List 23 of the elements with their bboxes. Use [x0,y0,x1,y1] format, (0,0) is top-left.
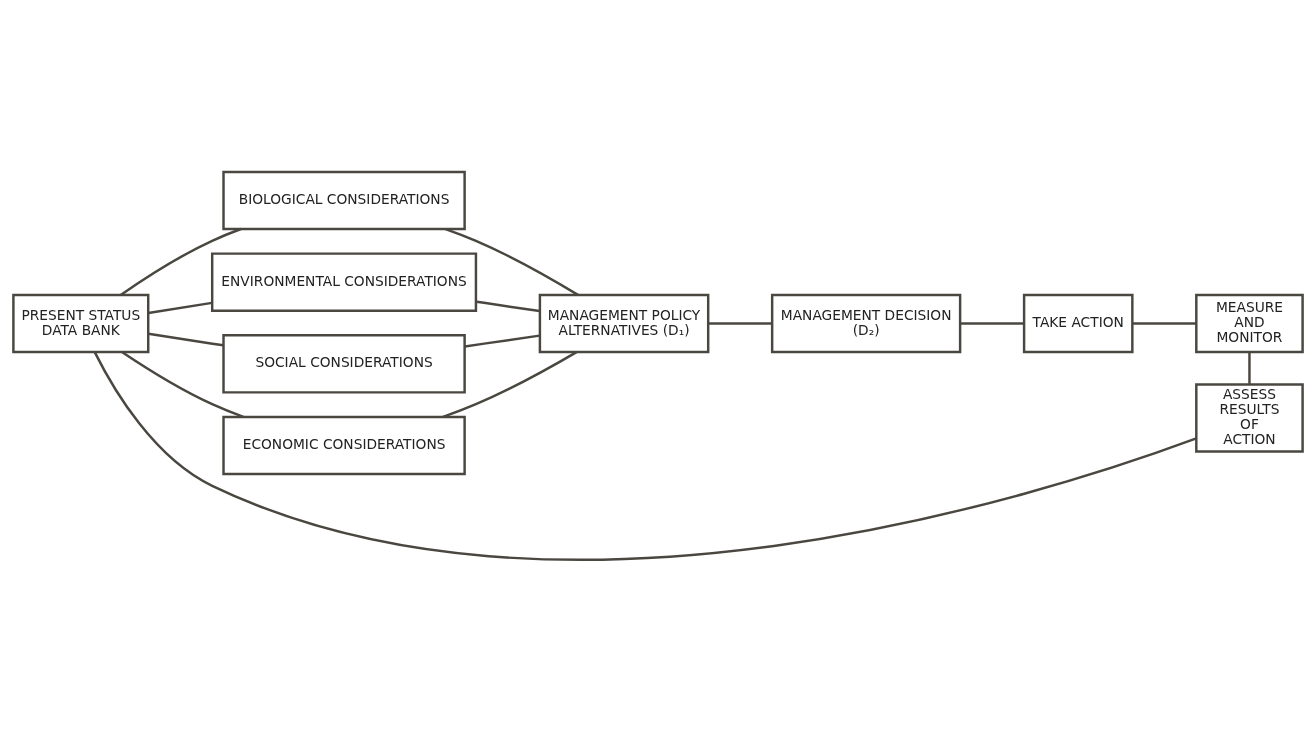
node-box: TAKE ACTION [1022,293,1134,354]
connector [442,351,578,419]
connector [1132,322,1197,325]
connector [120,227,242,296]
connector [960,322,1024,325]
node-box: BIOLOGICAL CONSIDERATIONS [222,170,466,231]
node-box: PRESENT STATUS DATA BANK [12,293,150,354]
node-box: MANAGEMENT DECISION (D₂) [770,293,962,354]
connector [1248,352,1251,385]
connector [445,227,579,296]
node-box: ENVIRONMENTAL CONSIDERATIONS [210,252,478,312]
connector [476,300,540,313]
connector [148,332,224,347]
connector [148,301,213,315]
connector [93,351,1197,562]
node-box: MANAGEMENT POLICY ALTERNATIVES (D₁) [538,293,710,354]
node-box: ASSESS RESULTS OF ACTION [1195,383,1304,453]
connector [121,351,244,419]
connector [708,322,773,325]
node-box: SOCIAL CONSIDERATIONS [222,334,466,394]
node-box: ECONOMIC CONSIDERATIONS [222,415,466,476]
node-box: MEASURE AND MONITOR [1195,293,1304,354]
connector [464,334,540,348]
